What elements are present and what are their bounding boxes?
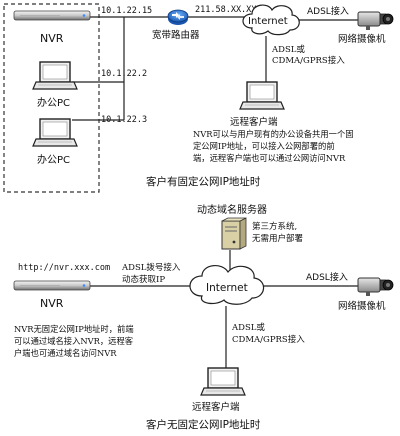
nvr-url: http://nvr.xxx.com xyxy=(18,263,110,273)
remote-client-top-icon xyxy=(239,81,285,110)
note-bottom-2: 可以通过域名接入NVR，远程客 xyxy=(14,336,133,346)
ip-pc1: 10.1.22.2 xyxy=(101,69,147,79)
ip-pc2: 10.1.22.3 xyxy=(101,115,147,125)
public-ip: 211.58.XX.XX xyxy=(195,5,257,15)
remote-client-top-label: 远程客户端 xyxy=(230,116,278,128)
network-camera-top-icon xyxy=(357,11,394,31)
network-camera-top-label: 网络摄像机 xyxy=(338,33,386,45)
nvr-device-bottom-icon xyxy=(13,280,91,291)
caption-top: 客户有固定公网IP地址时 xyxy=(146,175,261,188)
client-link-top-1: ADSL或 xyxy=(271,44,305,55)
ip-nvr: 10.1.22.15 xyxy=(101,6,152,16)
remote-client-bottom-icon xyxy=(200,367,246,396)
adsl-dial-1: ADSL拨号接入 xyxy=(121,262,181,273)
remote-client-bottom-label: 远程客户端 xyxy=(192,401,240,413)
broadband-router-icon xyxy=(167,9,189,25)
lan-boundary xyxy=(3,3,100,193)
nvr-device-icon xyxy=(13,10,91,21)
client-link-bottom-1: ADSL或 xyxy=(231,322,265,333)
office-pc-1-label: 办公PC xyxy=(37,96,70,109)
note-bottom-3: 户端也可通过域名访问NVR xyxy=(14,348,117,358)
network-camera-bottom-icon xyxy=(357,277,394,297)
office-pc-2-icon xyxy=(32,118,78,147)
network-camera-bottom-label: 网络摄像机 xyxy=(338,300,386,312)
adsl-in-bottom: ADSL接入 xyxy=(306,271,348,283)
bottom-connections xyxy=(90,250,358,372)
internet-cloud-bottom-icon xyxy=(189,265,265,305)
nvr-label: NVR xyxy=(40,32,64,45)
nvr-bottom-label: NVR xyxy=(40,297,64,310)
internet-label-bottom: Internet xyxy=(206,282,248,294)
dns-note-1: 第三方系统, xyxy=(252,221,297,232)
top-connections xyxy=(72,16,358,121)
client-link-bottom-2: CDMA/GPRS接入 xyxy=(232,334,305,345)
caption-bottom: 客户无固定公网IP地址时 xyxy=(146,418,261,431)
internet-cloud-icon xyxy=(242,4,300,36)
note-top-3: 端，远程客户端也可以通过公网访问NVR xyxy=(193,153,346,163)
adsl-in-top: ADSL接入 xyxy=(307,5,349,17)
adsl-dial-2: 动态获取IP xyxy=(122,274,165,285)
dns-server-label: 动态域名服务器 xyxy=(197,203,267,216)
note-bottom-1: NVR无固定公网IP地址时，前端 xyxy=(14,324,134,334)
client-link-top-2: CDMA/GPRS接入 xyxy=(272,55,345,66)
office-pc-1-icon xyxy=(32,61,78,90)
office-pc-2-label: 办公PC xyxy=(37,153,70,166)
internet-label-top: Internet xyxy=(248,16,288,27)
dns-server-icon xyxy=(221,217,247,250)
note-top-1: NVR可以与用户现有的办公设备共用一个固 xyxy=(193,129,354,139)
dns-note-2: 无需用户部署 xyxy=(252,233,304,244)
note-top-2: 定公网IP地址，可以接入公网部署的前 xyxy=(193,141,335,151)
router-label: 宽带路由器 xyxy=(152,29,200,41)
